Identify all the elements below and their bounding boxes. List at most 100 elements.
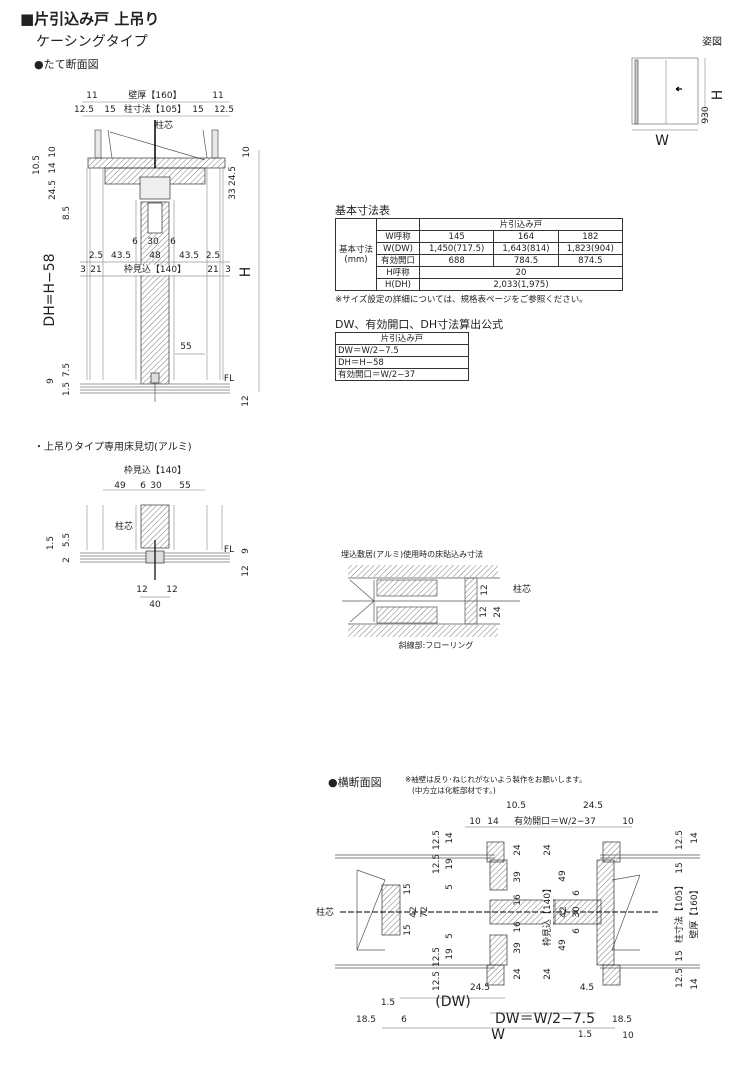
pillar-center-label: 柱芯 bbox=[114, 522, 134, 532]
dim-label: 39 bbox=[513, 942, 523, 954]
dim-label: 43.5 bbox=[110, 251, 132, 261]
cell: 1,643(814) bbox=[493, 242, 559, 255]
dim-label: 枠見込【140】 bbox=[123, 265, 187, 275]
dim-label: 15 bbox=[675, 862, 685, 874]
row-label: W(DW) bbox=[376, 242, 420, 255]
vertical-section-title: ●たて断面図 bbox=[34, 58, 99, 71]
dim-label: 5 bbox=[445, 933, 455, 939]
dim-label: 49 bbox=[114, 481, 126, 491]
flooring-detail-drawing bbox=[342, 565, 520, 637]
dim-label: 10 bbox=[622, 817, 634, 827]
dim-label: 12 bbox=[241, 395, 251, 407]
dim-label: 11 bbox=[212, 91, 224, 101]
dim-label: 12.5 bbox=[432, 946, 442, 968]
table-row: H(DH)2,033(1,975) bbox=[336, 278, 623, 291]
dim-label: 3 bbox=[80, 265, 86, 275]
dim-label: 14 bbox=[690, 978, 700, 990]
spec-type-header: 片引込み戸 bbox=[419, 218, 623, 231]
dim-label: 12 bbox=[241, 565, 251, 577]
formula-header: 片引込み戸 bbox=[335, 332, 469, 345]
dim-label: 壁厚【160】 bbox=[690, 885, 700, 939]
horizontal-note-1: ※袖壁は反り･ねじれがないよう製作をお願いします。 bbox=[405, 775, 587, 784]
formula: DH＝H−58 bbox=[335, 356, 469, 369]
dim-label: 33 bbox=[228, 188, 238, 200]
dim-label: 10.5 bbox=[505, 801, 527, 811]
cell: 688 bbox=[418, 254, 495, 267]
dim-label: 9 bbox=[241, 548, 251, 554]
dim-label: 12.5 bbox=[73, 105, 95, 115]
dim-label: 15 bbox=[403, 924, 413, 936]
dim-label: 1.5 bbox=[577, 1030, 593, 1040]
table-row: DW＝W/2−7.5 bbox=[335, 344, 469, 357]
fl-label: FL bbox=[223, 374, 235, 384]
dim-label: 柱寸法【105】 bbox=[123, 105, 187, 115]
dim-label: 10 bbox=[242, 146, 252, 158]
cell: 182 bbox=[557, 230, 624, 243]
opening-formula-label: 有効開口＝W/2−37 bbox=[514, 817, 596, 827]
spec-unit: (mm) bbox=[344, 254, 368, 265]
dim-label: 3 bbox=[225, 265, 231, 275]
cell: 1,823(904) bbox=[557, 242, 624, 255]
dim-label: 16 bbox=[513, 894, 523, 906]
dim-label: 9 bbox=[46, 378, 56, 384]
dim-label: 18.5 bbox=[611, 1015, 633, 1025]
dim-label: 12.5 bbox=[432, 853, 442, 875]
dim-label: 16 bbox=[513, 921, 523, 933]
dim-label: 12 bbox=[136, 585, 148, 595]
dh-label: DH=H−58 bbox=[42, 253, 58, 327]
cell: 164 bbox=[493, 230, 559, 243]
dim-label: 12.5 bbox=[432, 829, 442, 851]
formula: DW＝W/2−7.5 bbox=[335, 344, 469, 357]
elevation-width: W bbox=[655, 133, 669, 149]
pillar-center-label: 柱芯 bbox=[154, 121, 174, 131]
spec-corner-cell bbox=[376, 218, 420, 231]
dim-label: 24 bbox=[543, 844, 553, 856]
dim-label: 49 bbox=[558, 939, 568, 951]
floor-trim-drawing bbox=[80, 489, 230, 598]
dim-label: 1.5 bbox=[46, 535, 56, 551]
dim-label: 24.5 bbox=[469, 983, 491, 993]
cell: 2,033(1,975) bbox=[419, 278, 623, 291]
dim-label: 19 bbox=[445, 858, 455, 870]
spec-table-title: 基本寸法表 bbox=[335, 204, 390, 217]
flooring-detail-title: 埋込敷居(アルミ)使用時の床貼込み寸法 bbox=[341, 550, 484, 559]
vertical-section-drawing bbox=[80, 101, 260, 402]
dim-label: 21 bbox=[207, 265, 219, 275]
dim-label: 30 bbox=[150, 481, 162, 491]
dim-label: 6 bbox=[572, 928, 582, 934]
dim-label: 10 bbox=[48, 146, 58, 158]
w-label: W bbox=[491, 1027, 505, 1043]
dim-label: 15 bbox=[403, 883, 413, 895]
dim-label: 12 bbox=[479, 606, 489, 618]
cell: 874.5 bbox=[557, 254, 624, 267]
dim-label: 48 bbox=[149, 251, 161, 261]
dim-label: 14 bbox=[487, 817, 499, 827]
fl-label: FL bbox=[223, 545, 235, 555]
table-row: DH＝H−58 bbox=[335, 356, 469, 369]
dim-label: 49 bbox=[558, 870, 568, 882]
dim-label: 12.5 bbox=[675, 967, 685, 989]
cell: 1,450(717.5) bbox=[418, 242, 495, 255]
elevation-height: H bbox=[710, 89, 726, 101]
elevation-label: 姿図 bbox=[702, 37, 722, 48]
row-label: 有効開口 bbox=[376, 254, 420, 267]
formula-table: 片引込み戸 DW＝W/2−7.5 DH＝H−58 有効開口＝W/2−37 bbox=[335, 332, 469, 381]
dim-label: 15 bbox=[192, 105, 204, 115]
dim-label: 42 bbox=[559, 906, 569, 918]
dim-label: 6 bbox=[140, 481, 146, 491]
spec-group-label: 基本寸法 bbox=[338, 244, 373, 255]
dim-label: 6 bbox=[170, 237, 176, 247]
row-label: H呼称 bbox=[376, 266, 420, 279]
dim-label: 14 bbox=[690, 832, 700, 844]
dim-label: 24.5 bbox=[228, 165, 238, 187]
dim-label: 24 bbox=[513, 968, 523, 980]
dim-label: 72 bbox=[420, 906, 430, 918]
dim-label: 43.5 bbox=[178, 251, 200, 261]
dim-label: 2.5 bbox=[205, 251, 221, 261]
dim-label: 24.5 bbox=[582, 801, 604, 811]
dim-label: 19 bbox=[445, 948, 455, 960]
formula-title: DW、有効開口、DH寸法算出公式 bbox=[335, 318, 504, 331]
